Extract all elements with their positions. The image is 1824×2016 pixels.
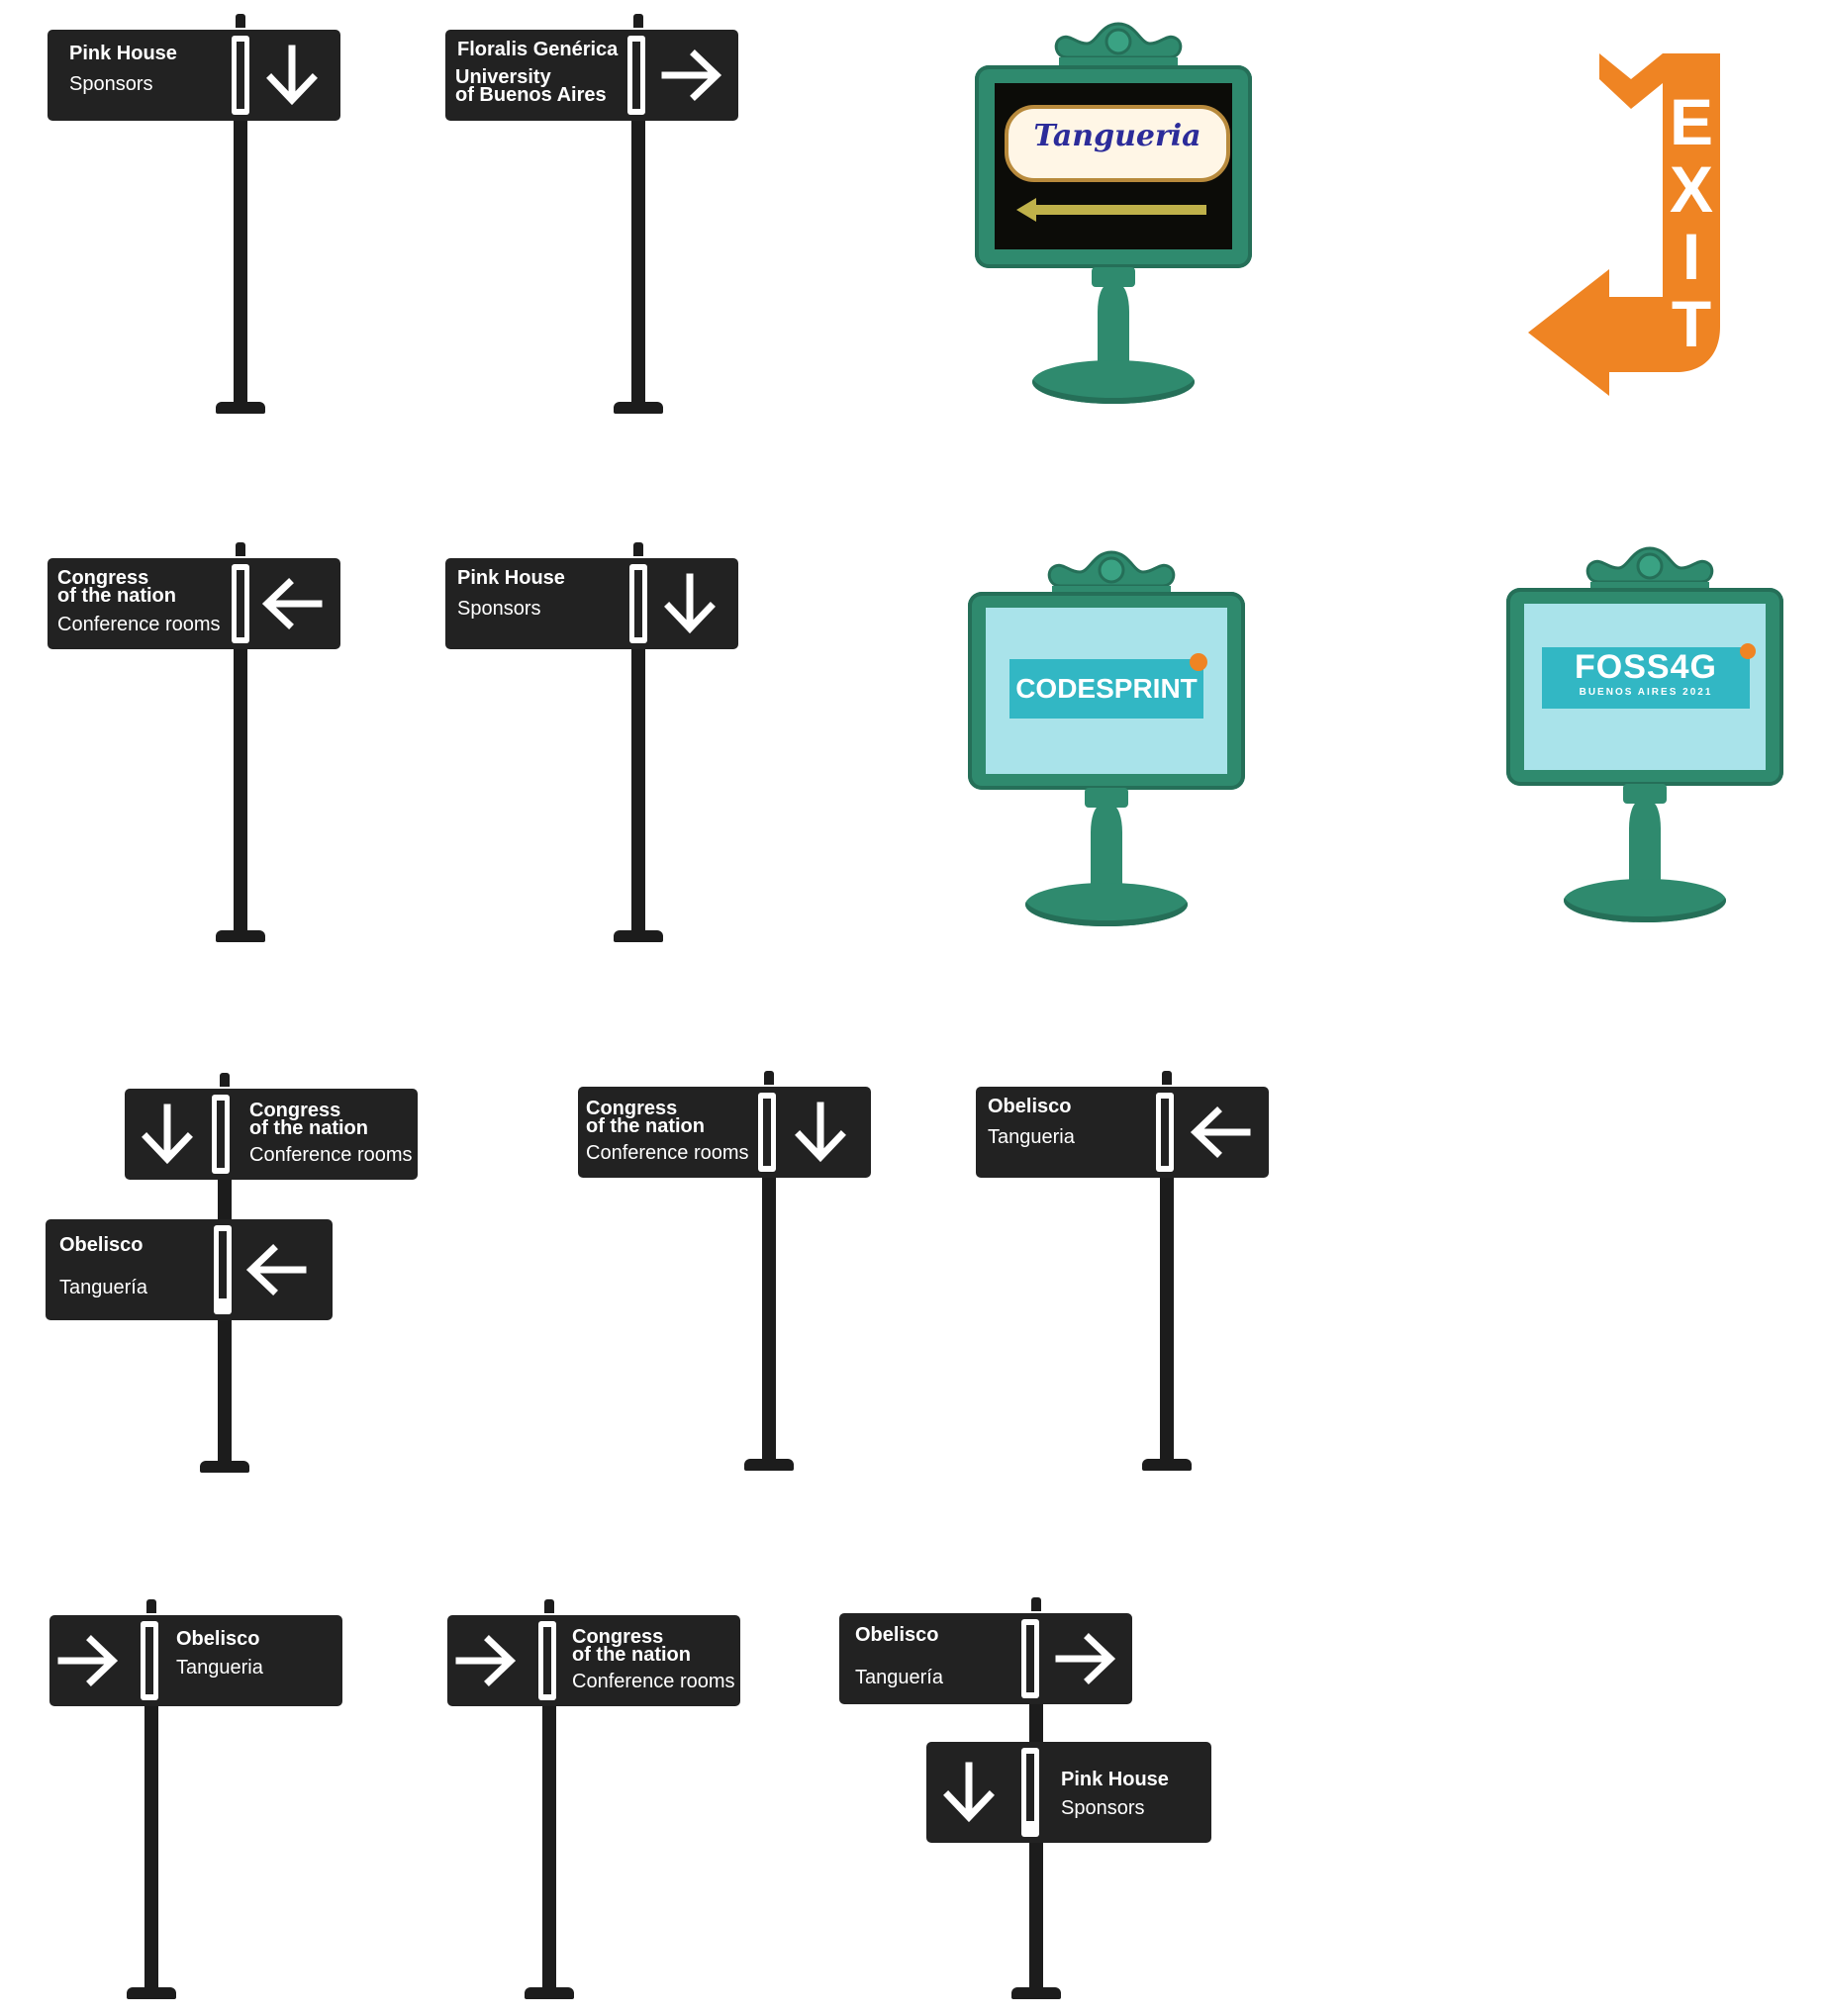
street-sign-pink-house: Pink House Sponsors bbox=[48, 14, 344, 418]
sign-board: Pink House Sponsors bbox=[48, 30, 340, 121]
sign-board: Congress of the nation Conference rooms bbox=[125, 1089, 418, 1180]
sign-board: Congress of the nation Conference rooms bbox=[447, 1615, 740, 1706]
street-sign-obelisco: Obelisco Tangueria bbox=[49, 1599, 346, 2005]
arrow-down-icon bbox=[259, 43, 325, 108]
sign-subtitle: Tangueria bbox=[176, 1657, 263, 1679]
arrow-left-icon bbox=[1188, 1100, 1253, 1165]
monitor-screen: CODESPRINT bbox=[986, 608, 1227, 774]
street-sign-pink-house: Pink House Sponsors bbox=[445, 542, 742, 946]
orange-dot-icon bbox=[1740, 643, 1756, 659]
sign-board: Obelisco Tanguería bbox=[46, 1219, 333, 1320]
sign-board: Congress of the nation Conference rooms bbox=[48, 558, 340, 649]
foss4g-banner: FOSS4G BUENOS AIRES 2021 bbox=[1542, 647, 1750, 709]
exit-arrow-icon bbox=[1528, 53, 1720, 396]
arrow-left-icon bbox=[243, 1237, 309, 1302]
street-sign-congress: Congress of the nation Conference rooms bbox=[578, 1071, 875, 1477]
sign-title: Congress bbox=[57, 567, 149, 589]
street-sign-congress: Congress of the nation Conference rooms bbox=[447, 1599, 744, 2005]
sign-subtitle: Conference rooms bbox=[57, 614, 221, 635]
sign-subtitle: Tangueria bbox=[988, 1126, 1075, 1148]
codesprint-monitor-sign: CODESPRINT bbox=[968, 546, 1255, 942]
sign-subtitle: Sponsors bbox=[69, 73, 153, 95]
sign-board: Pink House Sponsors bbox=[445, 558, 738, 649]
exit-letter: X bbox=[1669, 152, 1714, 226]
sign-board: Obelisco Tangueria bbox=[49, 1615, 342, 1706]
codesprint-banner: CODESPRINT bbox=[1009, 659, 1203, 719]
sign-title: Obelisco bbox=[176, 1628, 260, 1650]
sign-title: Congress bbox=[586, 1098, 678, 1119]
sign-title: Obelisco bbox=[59, 1234, 144, 1256]
sign-title: Pink House bbox=[1061, 1769, 1169, 1790]
arrow-left-icon bbox=[1016, 198, 1206, 222]
arrow-right-icon bbox=[659, 43, 724, 108]
sign-line: of the nation bbox=[586, 1115, 705, 1137]
exit-letter: T bbox=[1671, 287, 1712, 360]
sign-line: of the nation bbox=[57, 585, 176, 607]
street-sign-obelisco: Obelisco Tangueria bbox=[976, 1071, 1273, 1477]
arrow-right-icon bbox=[55, 1628, 121, 1693]
monitor-screen: FOSS4G BUENOS AIRES 2021 bbox=[1524, 604, 1766, 770]
tangueria-scroll-banner bbox=[1005, 105, 1230, 182]
arrow-left-icon bbox=[259, 571, 325, 636]
sign-title: Congress bbox=[572, 1626, 664, 1648]
sign-title: Obelisco bbox=[988, 1096, 1072, 1117]
foss4g-sublabel: BUENOS AIRES 2021 bbox=[1579, 687, 1713, 698]
sign-board: Congress of the nation Conference rooms bbox=[578, 1087, 871, 1178]
sign-title: Pink House bbox=[457, 567, 565, 589]
arrow-down-icon bbox=[135, 1102, 200, 1167]
sign-line: of the nation bbox=[572, 1644, 691, 1666]
sign-subtitle: Tanguería bbox=[59, 1277, 147, 1298]
tangueria-monitor-sign: Tangueria bbox=[975, 18, 1262, 414]
street-sign-double-obelisco-pink-house: Obelisco Tanguería Pink House Sponsors bbox=[839, 1597, 1215, 2005]
street-sign-double-congress-obelisco: Congress of the nation Conference rooms … bbox=[46, 1073, 432, 1479]
sign-title: Obelisco bbox=[855, 1624, 939, 1646]
arrow-right-icon bbox=[453, 1628, 519, 1693]
sign-board: Obelisco Tangueria bbox=[976, 1087, 1269, 1178]
sign-board: Pink House Sponsors bbox=[926, 1742, 1211, 1843]
monitor-screen: Tangueria bbox=[995, 83, 1232, 249]
street-sign-congress: Congress of the nation Conference rooms bbox=[48, 542, 344, 946]
sign-subtitle: Conference rooms bbox=[249, 1144, 413, 1166]
arrow-right-icon bbox=[1053, 1626, 1118, 1691]
arrow-down-icon bbox=[657, 571, 722, 636]
sign-title: Floralis Genérica bbox=[457, 39, 619, 60]
sign-title: Congress bbox=[249, 1100, 341, 1121]
sign-subtitle: Sponsors bbox=[457, 598, 541, 620]
exit-letter: E bbox=[1669, 85, 1714, 158]
sign-line: of Buenos Aires bbox=[455, 84, 607, 106]
exit-sign: E X I T bbox=[1514, 49, 1732, 396]
street-sign-floralis: Floralis Genérica University of Buenos A… bbox=[445, 14, 742, 418]
arrow-down-icon bbox=[788, 1100, 853, 1165]
orange-dot-icon bbox=[1190, 653, 1207, 671]
tangueria-label: Tangueria bbox=[1033, 119, 1201, 153]
sign-board: Obelisco Tanguería bbox=[839, 1613, 1132, 1704]
sign-subtitle: Conference rooms bbox=[572, 1671, 735, 1692]
sign-subtitle: Conference rooms bbox=[586, 1142, 749, 1164]
sign-subtitle: Sponsors bbox=[1061, 1797, 1145, 1819]
sign-line: University bbox=[455, 66, 551, 88]
foss4g-label: FOSS4G bbox=[1575, 648, 1717, 686]
exit-letter: I bbox=[1681, 220, 1701, 293]
sign-subtitle: Tanguería bbox=[855, 1667, 943, 1688]
sign-line: of the nation bbox=[249, 1117, 368, 1139]
sign-title: Pink House bbox=[69, 43, 177, 64]
arrow-down-icon bbox=[936, 1760, 1002, 1825]
foss4g-monitor-sign: FOSS4G BUENOS AIRES 2021 bbox=[1506, 542, 1793, 938]
sign-board: Floralis Genérica University of Buenos A… bbox=[445, 30, 738, 121]
